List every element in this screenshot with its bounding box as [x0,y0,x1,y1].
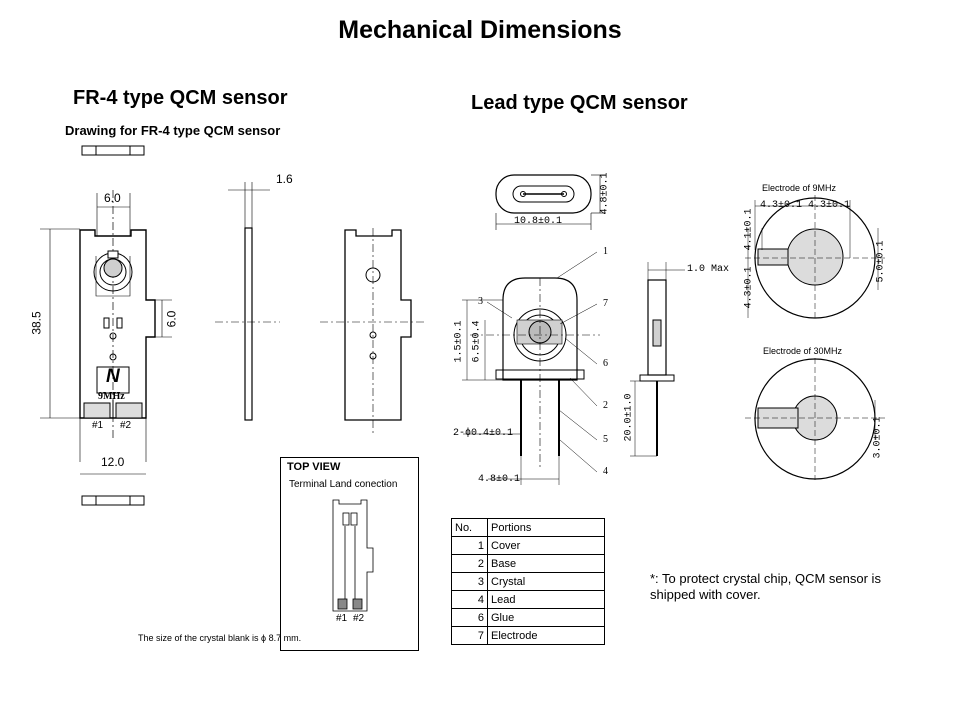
fr4-logo: N [106,366,120,387]
table-cell-no: 4 [451,590,488,609]
electrode-9mhz-w1: 4.3±0.1 [760,200,803,211]
fr4-edge-view-bottom [81,495,145,506]
fr4-back-view [344,229,412,421]
table-cell-no: 3 [451,572,488,591]
electrode-30mhz-title: Electrode of 30MHz [763,346,843,356]
cover-note: *: To protect crystal chip, QCM sensor i… [650,571,881,602]
fr4-edge-view-top [81,145,145,156]
lead-heading: Lead type QCM sensor [471,92,688,114]
table-header-no: No. [451,518,488,537]
table-header-row: No. Portions [451,518,605,537]
top-view-subtitle: Terminal Land conection [289,479,398,490]
electrode-9mhz-title: Electrode of 9MHz [762,183,837,193]
callout-7: 7 [603,298,608,309]
table-cell-no: 6 [451,608,488,627]
lead-dim-lead-length: 20.0±1.0 [623,393,635,442]
fr4-dim-thickness: 1.6 [276,172,293,186]
fr4-dim-top-width: 6.0 [104,191,121,205]
lead-dim-cover-height: 4.8±0.1 [599,172,611,215]
lead-dim-cover-width: 10.8±0.1 [514,216,563,227]
table-cell-name: Crystal [487,572,605,591]
fr4-heading: FR-4 type QCM sensor [73,87,288,109]
fr4-pin1-label: #1 [92,420,104,431]
page-title: Mechanical Dimensions [338,16,622,44]
top-view-pin1: #1 [336,613,348,624]
top-view-pin2: #2 [353,613,365,624]
fr4-dim-bottom-width: 12.0 [101,455,125,469]
table-cell-name: Lead [487,590,605,609]
lead-front-view [502,277,578,381]
lead-dim-pitch: 4.8±0.1 [478,474,521,485]
fr4-freq-label: 9MHz [98,391,125,402]
top-view-drawing [332,499,374,612]
electrode-9mhz-h2: 4.3±0.1 [743,266,755,309]
table-cell-no: 1 [451,536,488,555]
callout-1: 1 [603,246,608,257]
electrode-9mhz-h3: 5.0±0.1 [875,240,887,283]
callout-2: 2 [603,400,608,411]
fr4-pin2-label: #2 [120,420,132,431]
callout-3: 3 [478,296,483,307]
lead-cover-top-view [495,174,592,214]
electrode-30mhz-h: 3.0±0.1 [872,416,884,459]
callout-6: 6 [603,358,608,369]
callout-5: 5 [603,434,608,445]
callout-4: 4 [603,466,608,477]
lead-dim-max-thickness: 1.0 Max [687,264,730,275]
electrode-9mhz-h1: 4.1±0.1 [743,208,755,251]
lead-dim-lead-dia: 2-ϕ0.4±0.1 [453,428,514,439]
table-cell-name: Electrode [487,626,605,645]
fr4-drawing-caption: Drawing for FR-4 type QCM sensor [65,123,281,138]
table-cell-name: Cover [487,536,605,555]
top-view-title: TOP VIEW [287,461,341,473]
lead-dim-d2: 6.5±0.4 [471,320,483,363]
electrode-9mhz-w2: 4.3±0.1 [808,200,851,211]
table-cell-no: 2 [451,554,488,573]
fr4-side-view [244,227,253,421]
table-header-portions: Portions [487,518,605,537]
table-cell-name: Glue [487,608,605,627]
table-cell-no: 7 [451,626,488,645]
table-cell-name: Base [487,554,605,573]
top-view-panel: TOP VIEW Terminal Land conection #1 #2 [280,457,419,651]
lead-dim-d1: 1.5±0.1 [453,320,465,363]
fr4-footnote: The size of the crystal blank is ϕ 8.7 m… [138,633,302,643]
